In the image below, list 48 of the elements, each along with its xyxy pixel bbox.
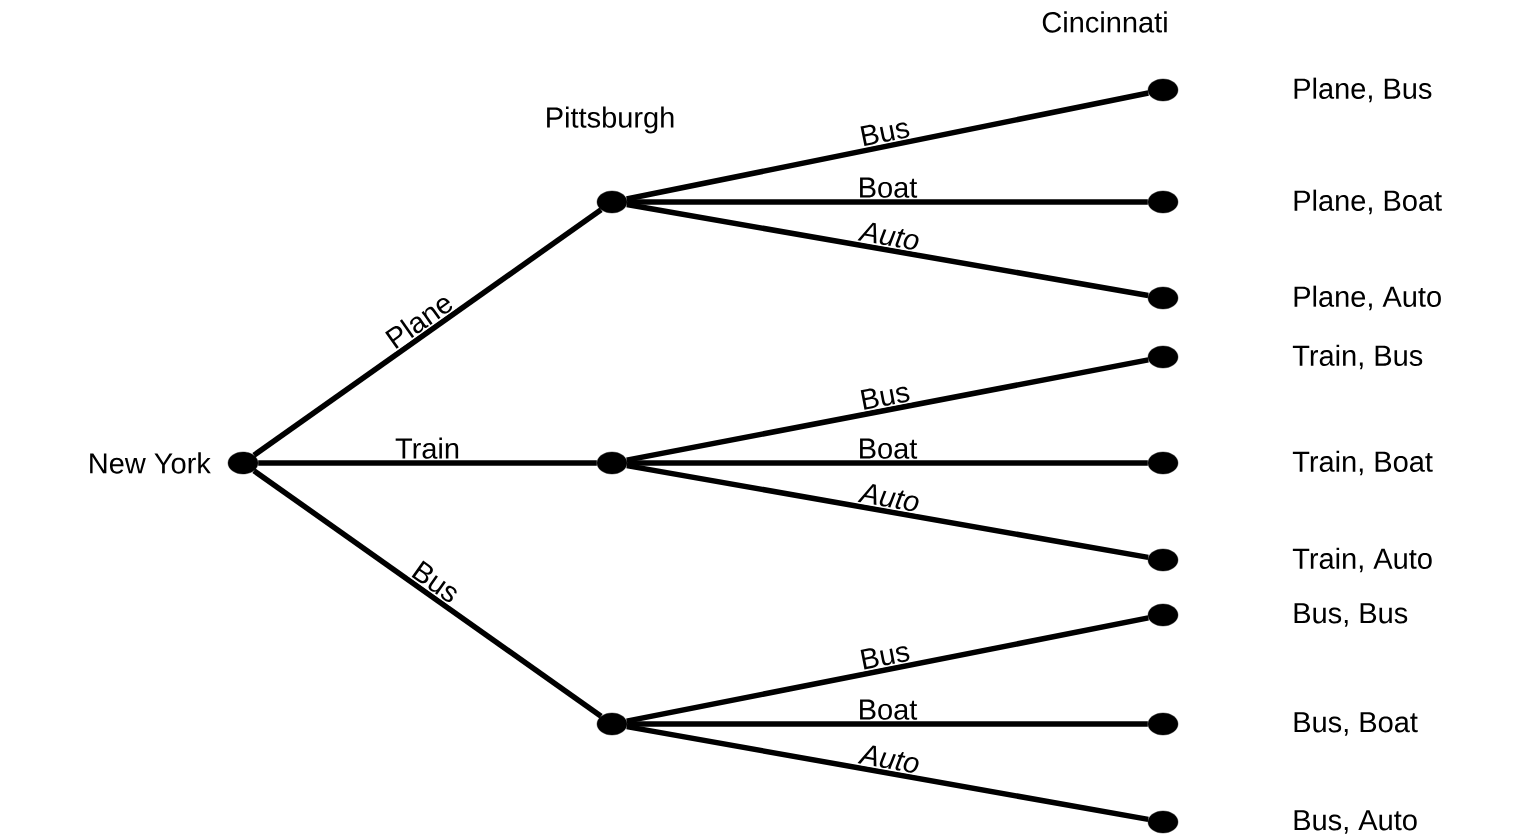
place-label: New York [90,452,211,474]
dot [596,190,628,214]
edge-label: Auto [857,484,919,512]
dot [1147,345,1179,369]
route-line [626,615,1149,724]
edge-label: Boat [860,177,918,198]
dot [1147,190,1179,214]
route-line [627,460,1148,466]
column-heading: Pittsburgh [547,106,674,134]
route-label: Train, Bus [1292,344,1423,370]
dot [1147,603,1179,627]
dot [1147,78,1179,102]
route-line [258,460,597,466]
route-line [626,462,1149,561]
dot [1147,810,1179,834]
edge-label: Auto [857,745,919,773]
column-heading: Cincinnati [1042,11,1167,33]
route-line [252,468,603,719]
dot [1147,548,1179,572]
dot [1147,451,1179,475]
route-line [626,357,1149,463]
dot [227,451,259,475]
route-label: Bus, Auto [1294,810,1417,834]
route-line [626,723,1149,823]
route-line [627,721,1148,727]
edge-label: Boat [860,699,918,720]
route-line [626,90,1149,202]
route-label: Bus, Boat [1294,712,1418,736]
route-label: Plane, Auto [1294,285,1441,311]
route-line [252,207,603,458]
route-label: Train, Boat [1292,450,1433,476]
route-label: Train, Auto [1292,547,1432,573]
edge-label: Bus [411,560,457,602]
edge-label: Boat [860,438,918,459]
edge-label: Train [395,437,459,459]
edge-label: Bus [860,122,910,147]
edge-label: Auto [857,222,919,250]
route-label: Plane, Bus [1294,77,1432,103]
route-line [627,199,1148,205]
route-label: Plane, Boat [1294,189,1442,215]
dot [596,712,628,736]
dot [1147,712,1179,736]
dot [596,451,628,475]
route-line [626,201,1149,299]
dot [1147,286,1179,310]
edge-label: Bus [860,646,910,670]
route-label: Bus, Bus [1294,603,1408,627]
edge-label: Bus [860,386,910,410]
